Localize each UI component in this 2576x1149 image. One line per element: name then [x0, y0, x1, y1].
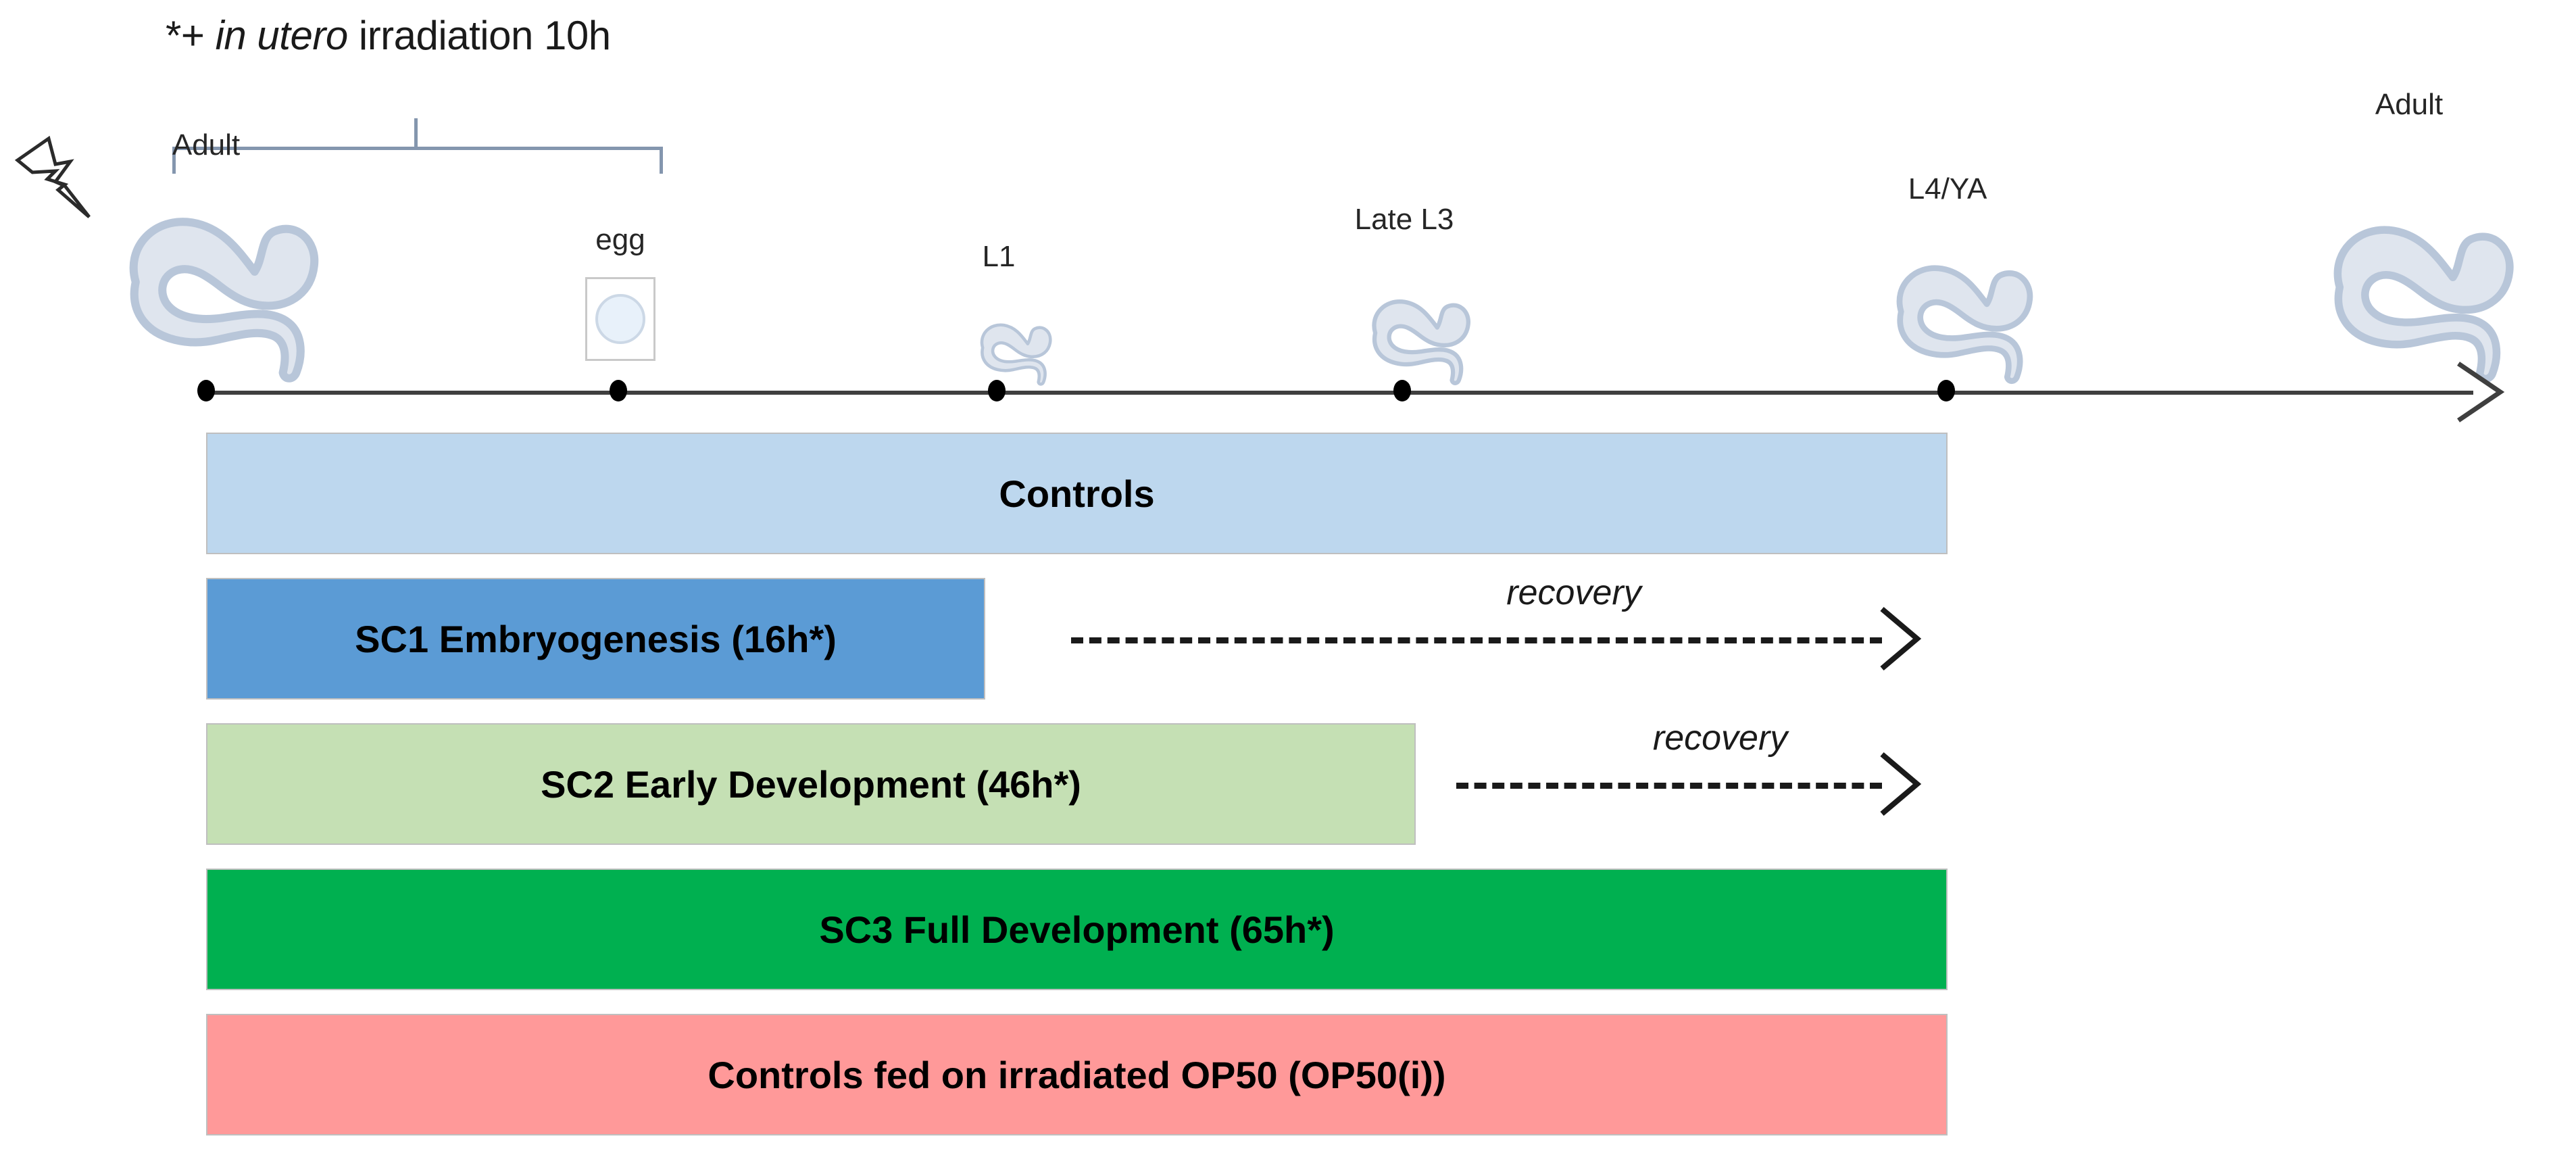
recovery-dashed-line-sc1	[1071, 637, 1882, 643]
timeline-dot-l1	[988, 380, 1006, 401]
worm-illustration-adult-start	[115, 194, 338, 391]
worm-illustration-late-l3	[1364, 287, 1481, 391]
worm-illustration-adult-end	[2320, 203, 2532, 391]
bracket-center-tick	[414, 118, 418, 148]
timeline-dot-l4-ya	[1937, 380, 1955, 401]
condition-label-sc3: SC3 Full Development (65h*)	[819, 908, 1335, 951]
condition-bar-controls[interactable]: Controls	[206, 433, 1948, 554]
worm-illustration-l1	[975, 314, 1060, 391]
bracket-right-tick	[660, 147, 663, 174]
condition-label-controls: Controls	[999, 472, 1155, 515]
stage-label-l1: L1	[982, 240, 1016, 273]
condition-label-sc2: SC2 Early Development (46h*)	[541, 762, 1081, 806]
stage-label-egg: egg	[595, 223, 645, 256]
timeline-dot-layer	[0, 0, 2576, 419]
title-italic: in utero	[215, 13, 349, 58]
timeline-axis	[203, 391, 2473, 395]
title-suffix: irradiation 10h	[347, 13, 611, 58]
worm-illustration-layer	[0, 0, 2576, 406]
recovery-arrow-sc2: recovery	[1456, 718, 1932, 845]
timeline-dot-late-l3	[1393, 380, 1411, 401]
recovery-label-sc1: recovery	[1506, 573, 1641, 612]
recovery-label-sc2: recovery	[1652, 718, 1788, 758]
condition-label-op50i: Controls fed on irradiated OP50 (OP50(i)…	[708, 1053, 1446, 1096]
stage-label-adult-start: Adult	[172, 128, 241, 162]
bracket-left-tick	[172, 147, 176, 174]
recovery-dashed-line-sc2	[1456, 783, 1882, 789]
bracket-span-line	[172, 147, 663, 150]
condition-bar-sc3[interactable]: SC3 Full Development (65h*)	[206, 869, 1948, 990]
condition-label-sc1: SC1 Embryogenesis (16h*)	[355, 617, 837, 660]
condition-bar-sc1[interactable]: SC1 Embryogenesis (16h*)	[206, 578, 985, 700]
lightning-bolt-icon	[14, 132, 101, 220]
condition-bar-sc2[interactable]: SC2 Early Development (46h*)	[206, 723, 1416, 845]
stage-label-adult-end: Adult	[2375, 88, 2444, 121]
condition-bar-op50i[interactable]: Controls fed on irradiated OP50 (OP50(i)…	[206, 1014, 1948, 1135]
recovery-arrowhead-icon-sc1	[1878, 605, 1928, 673]
recovery-arrowhead-icon-sc2	[1878, 750, 1928, 818]
timeline-arrowhead-icon	[2453, 358, 2514, 426]
recovery-arrow-sc1: recovery	[1071, 573, 1932, 700]
figure-title: *+ in utero irradiation 10h	[166, 12, 611, 59]
worm-illustration-l4-ya	[1886, 248, 2047, 391]
irradiation-bracket	[172, 118, 663, 174]
title-prefix: *+	[166, 13, 216, 58]
stage-label-late-l3: Late L3	[1354, 203, 1454, 236]
egg-icon	[585, 277, 655, 361]
stage-label-l4-ya: L4/YA	[1908, 172, 1987, 205]
timeline-dot-egg	[610, 380, 627, 401]
timeline-dot-adult-start	[197, 380, 215, 401]
egg-shape	[595, 294, 645, 344]
